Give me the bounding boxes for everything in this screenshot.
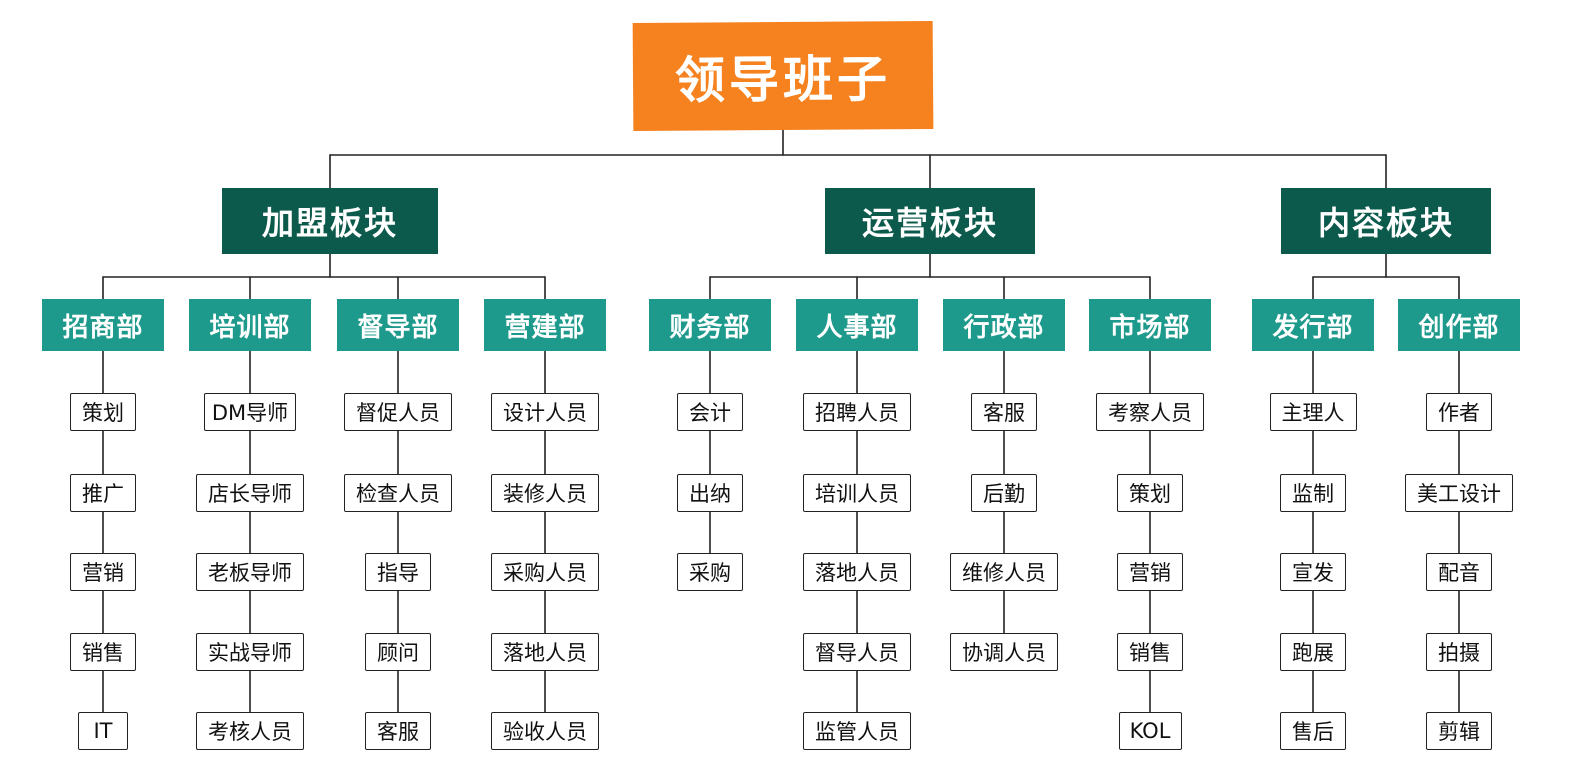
role-node: 监管人员 <box>803 712 911 750</box>
role-node: 配音 <box>1426 553 1492 591</box>
role-node: 督促人员 <box>344 393 452 431</box>
role-node: 拍摄 <box>1426 633 1492 671</box>
role-node: 装修人员 <box>491 474 599 512</box>
role-node: 老板导师 <box>196 553 304 591</box>
role-node: 推广 <box>70 474 136 512</box>
department-node: 市场部 <box>1089 299 1211 351</box>
section-node: 运营板块 <box>825 188 1035 254</box>
role-node: 实战导师 <box>196 633 304 671</box>
department-node: 营建部 <box>484 299 606 351</box>
role-node: 店长导师 <box>196 474 304 512</box>
department-node: 创作部 <box>1398 299 1520 351</box>
department-node: 招商部 <box>42 299 164 351</box>
role-node: 策划 <box>1117 474 1183 512</box>
role-node: 督导人员 <box>803 633 911 671</box>
role-node: 客服 <box>971 393 1037 431</box>
department-node: 发行部 <box>1252 299 1374 351</box>
role-node: 售后 <box>1280 712 1346 750</box>
department-node: 培训部 <box>189 299 311 351</box>
role-node: 美工设计 <box>1405 474 1513 512</box>
department-node: 财务部 <box>649 299 771 351</box>
role-node: 指导 <box>365 553 431 591</box>
role-node: 跑展 <box>1280 633 1346 671</box>
role-node: 宣发 <box>1280 553 1346 591</box>
role-node: 策划 <box>70 393 136 431</box>
role-node: 主理人 <box>1269 393 1357 431</box>
role-node: 协调人员 <box>950 633 1058 671</box>
role-node: 采购人员 <box>491 553 599 591</box>
role-node: 落地人员 <box>803 553 911 591</box>
role-node: 营销 <box>1117 553 1183 591</box>
role-node: 会计 <box>677 393 743 431</box>
role-node: 后勤 <box>971 474 1037 512</box>
section-node: 内容板块 <box>1281 188 1491 254</box>
role-node: 客服 <box>365 712 431 750</box>
role-node: 顾问 <box>365 633 431 671</box>
department-node: 人事部 <box>796 299 918 351</box>
role-node: 考核人员 <box>196 712 304 750</box>
role-node: 落地人员 <box>491 633 599 671</box>
section-node: 加盟板块 <box>222 188 438 254</box>
role-node: IT <box>78 712 128 750</box>
role-node: DM导师 <box>204 393 296 431</box>
role-node: 验收人员 <box>491 712 599 750</box>
department-node: 督导部 <box>337 299 459 351</box>
role-node: 招聘人员 <box>803 393 911 431</box>
role-node: 销售 <box>70 633 136 671</box>
role-node: 考察人员 <box>1096 393 1204 431</box>
role-node: 监制 <box>1280 474 1346 512</box>
role-node: 出纳 <box>677 474 743 512</box>
role-node: 营销 <box>70 553 136 591</box>
root-node: 领导班子 <box>632 20 934 132</box>
department-node: 行政部 <box>943 299 1065 351</box>
role-node: 培训人员 <box>803 474 911 512</box>
role-node: 销售 <box>1117 633 1183 671</box>
role-node: 剪辑 <box>1426 712 1492 750</box>
role-node: 维修人员 <box>950 553 1058 591</box>
role-node: 检查人员 <box>344 474 452 512</box>
role-node: 设计人员 <box>491 393 599 431</box>
role-node: 作者 <box>1426 393 1492 431</box>
role-node: 采购 <box>677 553 743 591</box>
role-node: KOL <box>1118 712 1182 750</box>
